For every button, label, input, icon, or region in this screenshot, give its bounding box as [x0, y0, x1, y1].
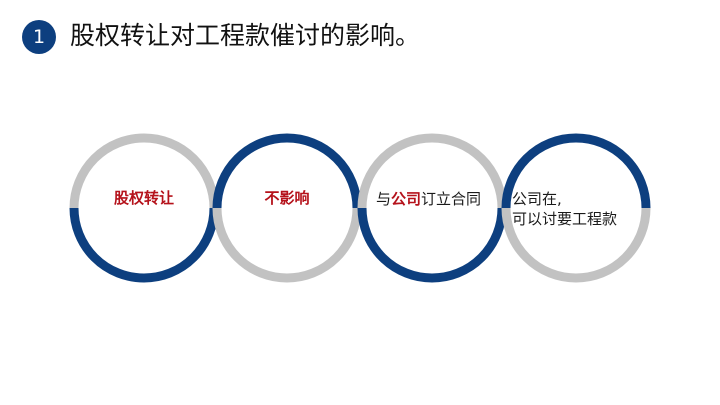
ring-3-label-suffix: 订立合同 [421, 190, 482, 208]
ring-3-label-prefix: 与 [376, 190, 392, 208]
slide-title: 股权转让对工程款催讨的影响。 [70, 21, 421, 50]
ring-1-label: 股权转让 [113, 189, 174, 207]
ring-3 [357, 133, 507, 283]
ring-3-label-accent: 公司 [391, 190, 422, 208]
ring-2 [212, 133, 362, 283]
ring-4 [501, 133, 651, 283]
ring-3-label: 与公司订立合同 [376, 189, 488, 209]
ring-4-label: 公司在, 可以讨要工程款 [512, 190, 618, 228]
ring-2-label: 不影响 [264, 189, 310, 207]
ring-1 [69, 133, 219, 283]
slide-number-badge: 1 [22, 20, 56, 54]
